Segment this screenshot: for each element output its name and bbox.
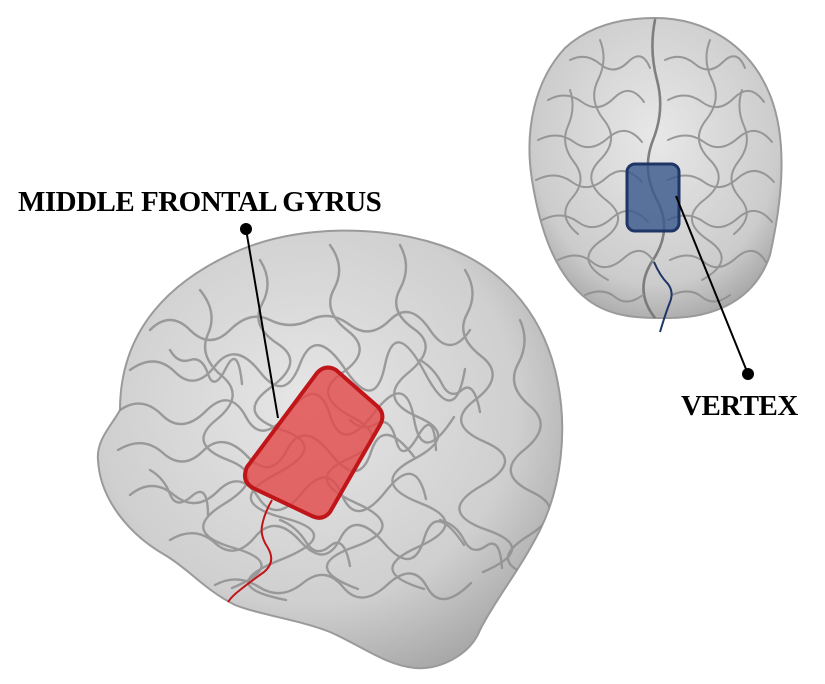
- vertex-label: VERTEX: [681, 390, 798, 423]
- middle-frontal-gyrus-label: MIDDLE FRONTAL GYRUS: [18, 186, 381, 219]
